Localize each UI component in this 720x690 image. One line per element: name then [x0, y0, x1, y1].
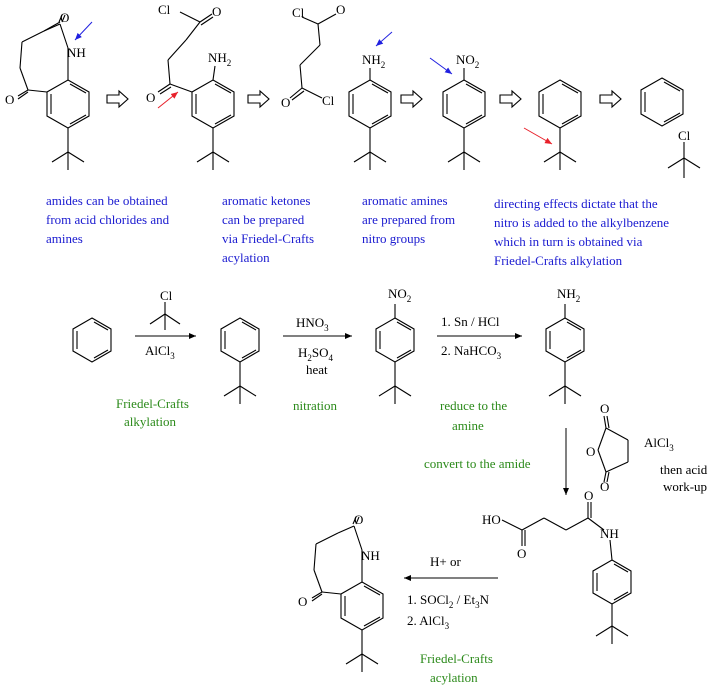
atom-o: O: [146, 90, 155, 105]
note-line: amines: [46, 231, 83, 246]
atom-o: O: [60, 10, 69, 25]
atom-cl: Cl: [678, 128, 691, 143]
atom-ho: HO: [482, 512, 501, 527]
aminoketone-acid-chloride: [157, 11, 235, 170]
note-line: Friedel-Crafts alkylation: [494, 253, 623, 268]
retro-arrow: [400, 89, 423, 109]
target-benzazepinedione-bottom: [311, 516, 384, 672]
red-arrow: [157, 91, 179, 109]
reagent-hplus: H+ or: [430, 554, 461, 569]
retro-arrow: [247, 89, 270, 109]
atom-no2: NO2: [456, 52, 479, 70]
atom-o: O: [586, 444, 595, 459]
atom-o: O: [281, 95, 290, 110]
note-line: directing effects dictate that the: [494, 196, 658, 211]
reagent-socl2: 1. SOCl2 / Et3N: [407, 592, 490, 610]
note-line: aromatic ketones: [222, 193, 310, 208]
atom-o: O: [600, 401, 609, 416]
blue-arrow: [74, 21, 93, 41]
red-arrow: [523, 127, 553, 145]
condition-nitration: nitration: [293, 398, 338, 413]
tert-butyl-chloride: [149, 302, 181, 330]
reagent-alcl3: 2. AlCl3: [407, 613, 450, 631]
reagent-h2so4: H2SO4: [298, 345, 334, 363]
reagent-alcl3: AlCl3: [644, 435, 674, 453]
atom-no2: NO2: [388, 286, 411, 304]
reagent-then-acid: then acid: [660, 462, 708, 477]
note-line: acylation: [222, 250, 270, 265]
reagent-sn-hcl: 1. Sn / HCl: [441, 314, 500, 329]
atom-o: O: [517, 546, 526, 561]
atom-cl: Cl: [322, 93, 335, 108]
atom-cl: Cl: [158, 2, 171, 17]
reagent-heat: heat: [306, 362, 328, 377]
note-line: nitro is added to the alkylbenzene: [494, 215, 669, 230]
atom-o: O: [5, 92, 14, 107]
note-line: from acid chlorides and: [46, 212, 170, 227]
retro-arrow: [106, 89, 129, 109]
note-directing-effects: directing effects dictate that the nitro…: [494, 196, 669, 268]
benzene: [72, 317, 112, 363]
target-benzazepinedione-top: [17, 14, 90, 170]
condition-line: alkylation: [124, 414, 176, 429]
atom-nh: NH: [361, 548, 380, 563]
atom-o: O: [600, 479, 609, 494]
atom-nh2: NH2: [362, 52, 385, 70]
tert-butylaniline-top: [348, 68, 392, 170]
blue-arrow: [429, 57, 453, 75]
atom-nh2: NH2: [557, 286, 580, 304]
condition-line: reduce to the: [440, 398, 507, 413]
note-line: aromatic amines: [362, 193, 448, 208]
blue-arrow: [375, 31, 393, 47]
atom-o: O: [298, 594, 307, 609]
succinyl-dichloride: [289, 13, 337, 101]
condition-line: Friedel-Crafts: [420, 651, 493, 666]
atom-o: O: [336, 2, 345, 17]
condition-convert: convert to the amide: [424, 456, 531, 471]
tert-butylaniline: [545, 304, 585, 404]
condition-line: acylation: [430, 670, 478, 685]
note-line: via Friedel-Crafts: [222, 231, 314, 246]
atom-cl: Cl: [292, 5, 305, 20]
reagent-workup: work-up: [663, 479, 707, 494]
note-amides: amides can be obtained from acid chlorid…: [46, 193, 170, 246]
condition-line: Friedel-Crafts: [116, 396, 189, 411]
benzene-top: [640, 77, 684, 127]
atom-cl: Cl: [160, 288, 173, 303]
atom-nh2: NH2: [208, 50, 231, 68]
succinic-anhydride: [597, 415, 629, 483]
note-line: are prepared from: [362, 212, 455, 227]
retro-arrow: [499, 89, 522, 109]
reagent-nahco3: 2. NaHCO3: [441, 343, 502, 361]
reagent-hno3: HNO3: [296, 315, 329, 333]
note-line: nitro groups: [362, 231, 425, 246]
note-aromatic-ketones: aromatic ketones can be prepared via Fri…: [222, 193, 314, 265]
nitro-tert-butylbenzene: [375, 304, 415, 404]
tert-butyl-chloride-top: [667, 142, 701, 178]
atom-o: O: [212, 4, 221, 19]
retro-arrow: [599, 89, 622, 109]
atom-o: O: [584, 488, 593, 503]
atom-nh: NH: [67, 45, 86, 60]
note-line: amides can be obtained: [46, 193, 168, 208]
atom-nh: NH: [600, 526, 619, 541]
note-line: which in turn is obtained via: [494, 234, 643, 249]
condition-line: amine: [452, 418, 484, 433]
amide-acid: [501, 502, 632, 644]
note-line: can be prepared: [222, 212, 305, 227]
note-aromatic-amines: aromatic amines are prepared from nitro …: [362, 193, 455, 246]
nitro-tert-butylbenzene-top: [442, 68, 486, 170]
atom-o: O: [354, 512, 363, 527]
reagent-alcl3: AlCl3: [145, 343, 175, 361]
tert-butylbenzene: [220, 317, 260, 404]
tert-butylbenzene-top: [538, 79, 582, 170]
